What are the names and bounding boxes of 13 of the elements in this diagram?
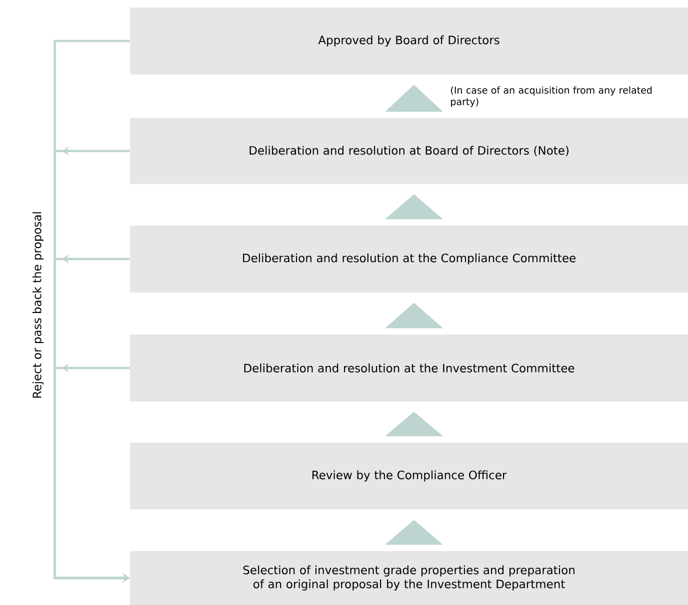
- chevron-arrow: [385, 520, 443, 545]
- chevron-arrow: [385, 412, 443, 436]
- chevron-arrow: [385, 302, 443, 328]
- chevron-arrow: [385, 194, 443, 220]
- process-box: Review by the Compliance Officer: [130, 442, 688, 510]
- process-box: Deliberation and resolution at the Compliance Committee: [130, 226, 688, 292]
- edge-label: (In case of an acquisition from any related party): [449, 85, 656, 108]
- process-box: Deliberation and resolution at Board of Directors (Note): [130, 118, 688, 184]
- process-box: Approved by Board of Directors: [130, 8, 688, 74]
- edge-label: Reject or pass back the proposal: [31, 210, 45, 400]
- chevron-arrow: [385, 84, 443, 112]
- process-box: Selection of investment grade properties and preparation of an original proposal by the Investment Department: [130, 551, 688, 605]
- process-box: Deliberation and resolution at the Investment Committee: [130, 334, 688, 402]
